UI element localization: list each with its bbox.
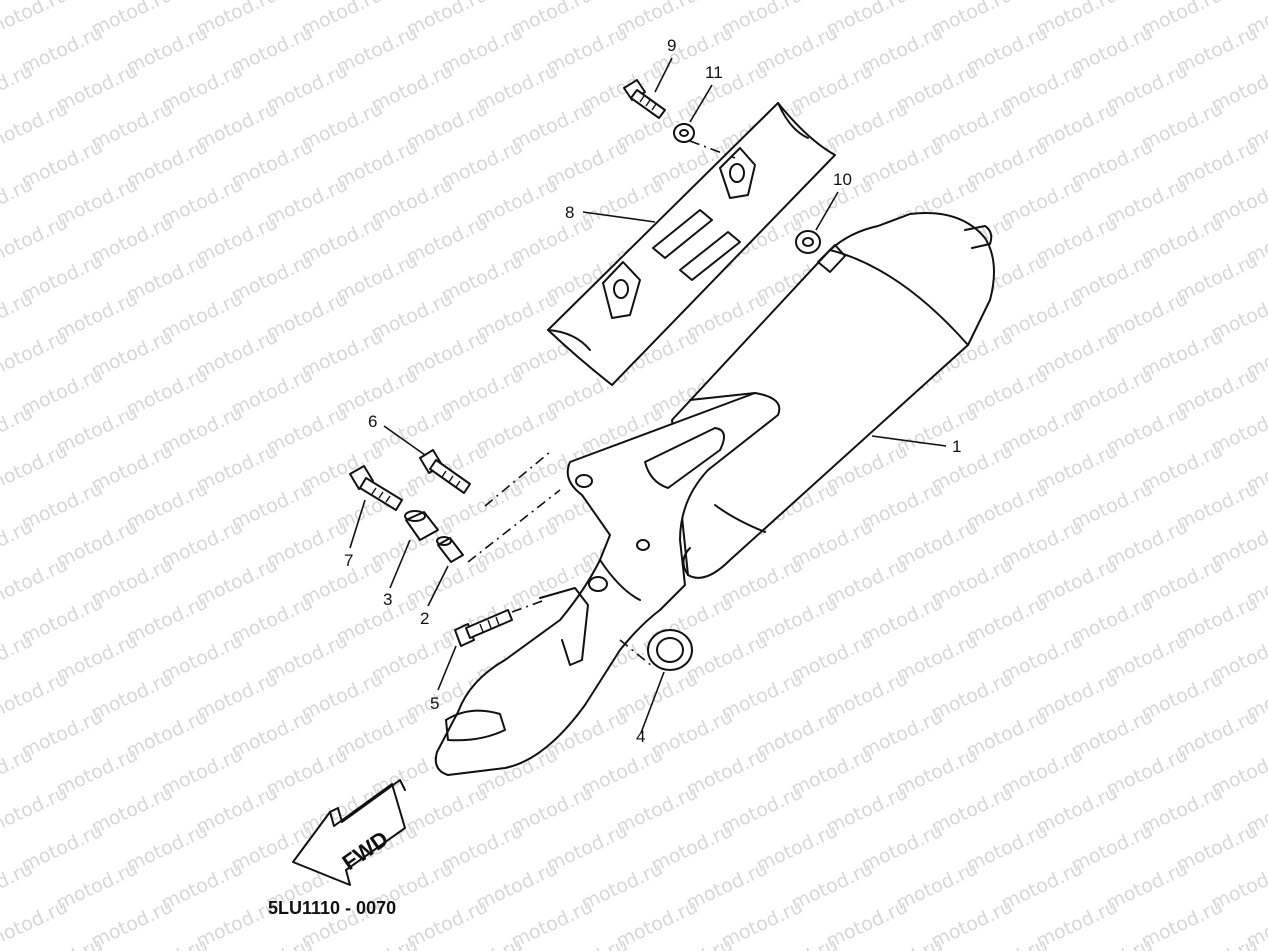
watermark-text: motod.ru [333,934,421,951]
callout-leaders [349,57,947,734]
callout-10: 10 [833,170,852,189]
watermark-text: motod.ru [0,554,71,611]
watermark-text: motod.ru [0,326,71,383]
watermark-text: motod.ru [963,934,1051,951]
watermark-text: motod.ru [928,896,1016,951]
part-exhaust-pipe[interactable] [434,392,781,776]
watermark-text: motod.ru [0,858,36,915]
watermark-text: motod.ru [1068,934,1156,951]
callout-7: 7 [344,551,353,570]
callout-5: 5 [430,694,439,713]
watermark-text: motod.ru [0,174,36,231]
watermark-text: motod.ru [228,934,316,951]
watermark-text: motod.ru [718,896,806,951]
callout-6: 6 [368,412,377,431]
watermark-text: motod.ru [0,516,36,573]
callout-1: 1 [952,437,961,456]
watermark-text: motod.ru [0,630,36,687]
watermark-text: motod.ru [0,744,36,801]
watermark-text: motod.ru [123,934,211,951]
watermark-text: motod.ru [0,402,36,459]
watermark-text: motod.ru [0,440,71,497]
watermark-text: motod.ru [0,60,36,117]
watermark-text: motod.ru [1173,934,1261,951]
watermark-text: motod.ru [438,934,526,951]
watermark-text: motod.ru [0,782,71,839]
part-bolt-6[interactable] [419,449,471,494]
part-heat-protector[interactable] [547,102,836,386]
watermark-text: motod.ru [543,934,631,951]
watermark-text: motod.ru [823,896,911,951]
watermark-text: motod.ru [0,668,71,725]
watermark-text: motod.ru [613,896,701,951]
part-washer-10[interactable] [795,230,821,254]
callout-8: 8 [565,203,574,222]
watermark-text: motod.ru [858,934,946,951]
callout-11: 11 [705,63,723,82]
callout-labels: 1 2 3 4 5 6 7 8 9 10 11 [344,36,961,746]
callout-3: 3 [383,590,392,609]
watermark-text: motod.ru [508,896,596,951]
part-gasket-4[interactable] [647,629,693,671]
part-bolt-9[interactable] [623,79,666,119]
callout-9: 9 [667,36,676,55]
watermark-text: motod.ru [88,896,176,951]
watermark-text: motod.ru [0,98,71,155]
part-bolt-7[interactable] [349,465,403,511]
watermark-text: motod.ru [1033,896,1121,951]
part-bolt-5[interactable] [454,609,513,647]
watermark-text: motod.ru [1138,896,1226,951]
part-washer-11[interactable] [673,123,695,143]
fwd-direction-arrow: FWD [292,779,406,886]
part-collar-2[interactable] [436,536,464,563]
watermark-text: motod.ru [753,934,841,951]
watermark-text: motod.ru [648,934,736,951]
callout-2: 2 [420,609,429,628]
watermark-text: motod.ru [403,896,491,951]
watermark-text: motod.ru [0,896,71,951]
callout-4: 4 [636,727,645,746]
watermark-text: motod.ru [0,0,71,41]
diagram-code: 5LU1110 - 0070 [268,898,396,918]
watermark-text: motod.ru [0,288,36,345]
watermark-text: motod.ru [0,212,71,269]
watermark-text: motod.ru [18,934,106,951]
part-spacer-3[interactable] [404,510,439,541]
part-muffler-body[interactable] [671,212,995,579]
